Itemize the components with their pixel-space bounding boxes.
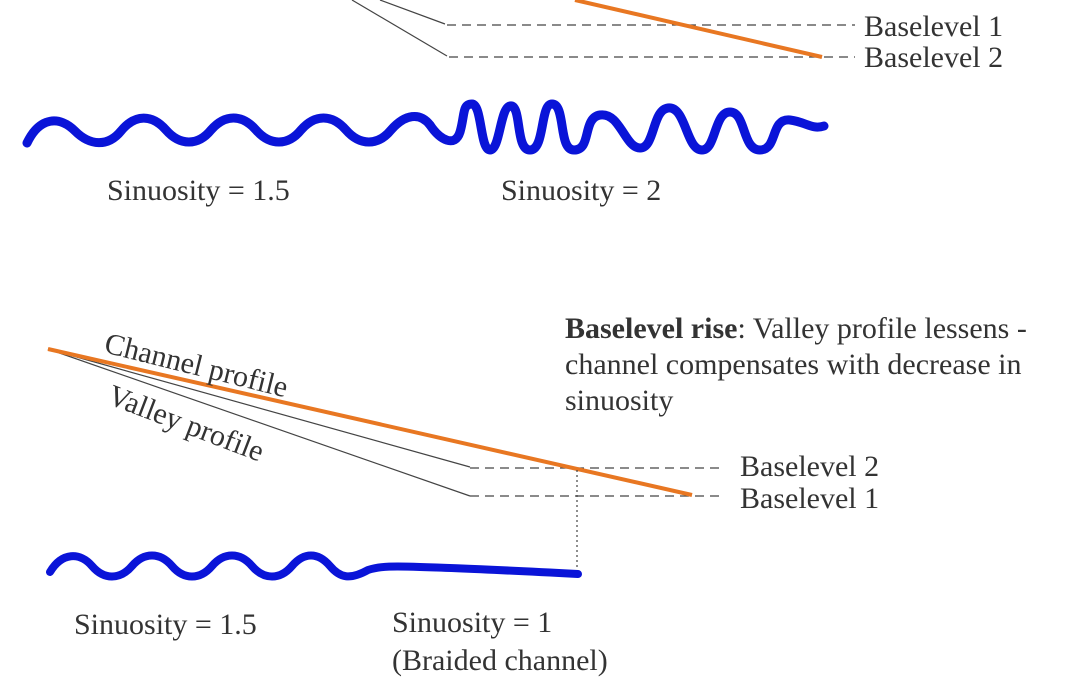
baselevel-rise-caption: Baselevel rise: Valley profile lessens -… [565,311,1085,419]
top-channel-profile-line [574,0,823,59]
caption-line-1: Baselevel rise: Valley profile lessens - [565,311,1085,347]
top-sinuosity-left-label: Sinuosity = 1.5 [107,174,290,207]
bottom-baselevel-1-label: Baselevel 1 [740,482,879,515]
bottom-sinuosity-right-label: Sinuosity = 1 [392,606,552,639]
top-sinuosity-right-label: Sinuosity = 2 [501,174,661,207]
bottom-valley-line-lower [47,348,471,497]
bottom-sinuosity-left-label: Sinuosity = 1.5 [74,608,257,641]
caption-bold: Baselevel rise [565,312,738,345]
top-baselevel-2-label: Baselevel 2 [864,41,1003,74]
top-valley-line-lower [351,0,448,57]
bottom-baselevel-2-label: Baselevel 2 [740,450,879,483]
caption-rest: : Valley profile lessens - [737,312,1027,345]
top-panel: Baselevel 1 Baselevel 2 Sinuosity = 1.5 … [22,0,1003,207]
top-river-sinuosity-2 [425,99,829,155]
caption-line-3: sinuosity [565,384,674,417]
top-river-sinuosity-1-5 [22,112,435,148]
bottom-valley-line-upper [47,348,471,468]
bottom-river [46,551,582,581]
top-baselevel-1-label: Baselevel 1 [864,10,1003,43]
bottom-channel-profile-line [47,347,693,497]
braided-channel-label: (Braided channel) [392,644,608,677]
top-valley-line-upper [379,0,446,25]
caption-line-2: channel compensates with decrease in [565,348,1022,381]
